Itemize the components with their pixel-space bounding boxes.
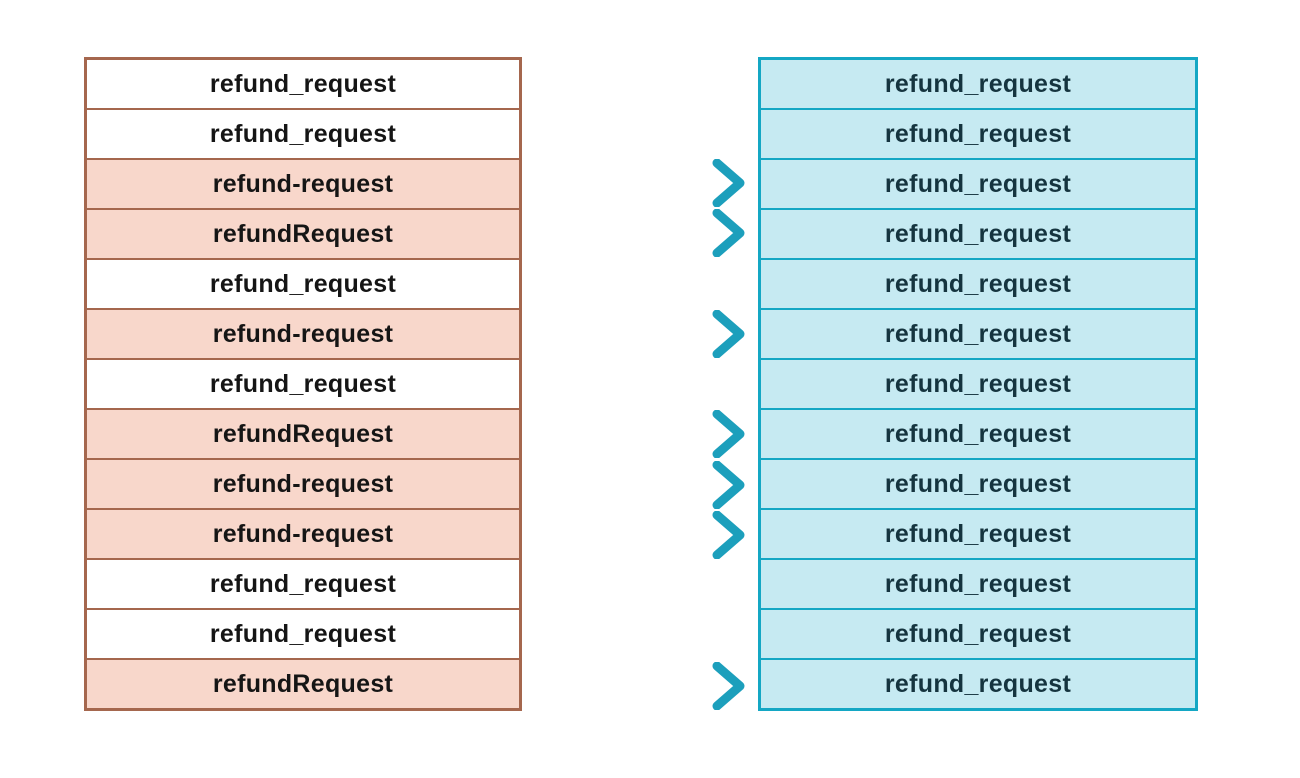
target-row: refund_request	[761, 658, 1195, 708]
source-row: refundRequest	[87, 658, 519, 708]
target-row: refund_request	[761, 258, 1195, 308]
target-row: refund_request	[761, 408, 1195, 458]
target-row: refund_request	[761, 358, 1195, 408]
target-row: refund_request	[761, 558, 1195, 608]
mapping-arrow	[543, 410, 745, 458]
target-row: refund_request	[761, 458, 1195, 508]
mapping-arrow	[543, 209, 745, 257]
target-row: refund_request	[761, 108, 1195, 158]
mapping-arrow	[543, 159, 745, 207]
source-row: refund_request	[87, 258, 519, 308]
target-row: refund_request	[761, 208, 1195, 258]
source-row: refund-request	[87, 158, 519, 208]
mapping-arrow	[543, 662, 745, 710]
source-row: refund_request	[87, 60, 519, 108]
source-row: refund-request	[87, 308, 519, 358]
target-row: refund_request	[761, 308, 1195, 358]
target-row: refund_request	[761, 508, 1195, 558]
mapping-arrow	[543, 461, 745, 509]
target-row: refund_request	[884, 69, 1072, 98]
source-row: refund_request	[87, 558, 519, 608]
source-row: refund_request	[87, 358, 519, 408]
source-row: refundRequest	[87, 408, 519, 458]
source-row: refundRequest	[87, 208, 519, 258]
source-row: refund-request	[87, 458, 519, 508]
source-row: refund_request	[87, 108, 519, 158]
mapping-arrow	[543, 511, 745, 559]
source-row: refund-request	[87, 508, 519, 558]
mapping-arrow	[543, 310, 745, 358]
target-row: refund_request	[761, 608, 1195, 658]
target-row: refund_request	[761, 158, 1195, 208]
source-row: refund_request	[87, 608, 519, 658]
